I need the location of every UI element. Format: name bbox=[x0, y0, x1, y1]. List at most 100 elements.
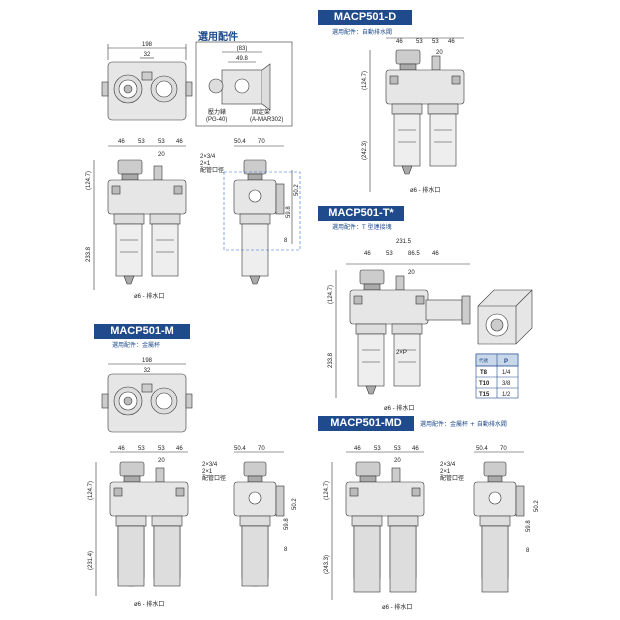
dim-242-3-d: (242.3) bbox=[362, 141, 368, 160]
dim-46-md1: 46 bbox=[354, 446, 361, 452]
dim-50-4-md: 50.4 bbox=[476, 446, 488, 452]
dim-70-a: 70 bbox=[258, 139, 265, 145]
dim-46-t1: 46 bbox=[364, 251, 371, 257]
dim-46-m1: 46 bbox=[118, 446, 125, 452]
dim-8-md: 8 bbox=[526, 548, 530, 554]
dim-53-t1: 53 bbox=[386, 251, 393, 257]
drain-d: ø6 - 排水口 bbox=[410, 186, 440, 194]
dim-233-8-a: 233.8 bbox=[86, 246, 92, 262]
subtitle-macp501-md: 選用配件：金屬杯 + 自動排水閥 bbox=[420, 421, 507, 428]
accessory-parts bbox=[208, 51, 271, 111]
dim-20-m: 20 bbox=[158, 458, 165, 464]
drain-md: ø6 - 排水口 bbox=[382, 603, 412, 611]
dim-231-4-m: (231.4) bbox=[88, 551, 94, 570]
dim-83: (83) bbox=[237, 46, 248, 52]
drain-a: ø6 - 排水口 bbox=[134, 292, 164, 300]
p-table-header-p: P bbox=[504, 359, 508, 365]
top-view-standard bbox=[101, 44, 193, 121]
title-macp501-m: MACP501-M bbox=[94, 324, 190, 339]
p-table-t15: T15 bbox=[479, 392, 490, 398]
dim-20-md: 20 bbox=[394, 458, 401, 464]
drain-m: ø6 - 排水口 bbox=[134, 600, 164, 608]
dim-32-m: 32 bbox=[144, 368, 151, 374]
dim-49-8: 49.8 bbox=[236, 56, 248, 62]
front-view-md bbox=[331, 451, 425, 600]
p-table-header-code: 代號 bbox=[479, 357, 488, 364]
dim-46-md2: 46 bbox=[412, 446, 419, 452]
port-c-m: 配管口徑 bbox=[202, 474, 226, 482]
port-a-m: 2×3/4 bbox=[202, 462, 218, 468]
dim-70-md: 70 bbox=[500, 446, 507, 452]
dim-198: 198 bbox=[142, 42, 153, 48]
dim-8-m: 8 bbox=[284, 547, 288, 553]
dim-53-d1: 53 bbox=[416, 39, 423, 45]
bracket-model: (A-MAR302) bbox=[250, 117, 283, 123]
title-macp501-md: MACP501-MD bbox=[318, 416, 414, 431]
dim-50-4-a: 50.4 bbox=[234, 139, 246, 145]
dim-8-a: 8 bbox=[284, 238, 288, 244]
dim-20-a: 20 bbox=[158, 152, 165, 158]
side-view-standard bbox=[223, 145, 301, 285]
p-table-t8-p: 1/4 bbox=[502, 370, 511, 376]
port-b-md: 2×1 bbox=[440, 469, 451, 475]
t-block-illustration bbox=[477, 289, 533, 345]
front-view-standard bbox=[93, 145, 187, 290]
dim-243-3-md: (243.3) bbox=[324, 555, 330, 574]
dim-46-b: 46 bbox=[176, 139, 183, 145]
dim-50-4-m: 50.4 bbox=[234, 446, 246, 452]
port-c-1: 配管口徑 bbox=[200, 166, 224, 174]
dim-124-7-a: (124.7) bbox=[86, 171, 92, 190]
title-macp501-t: MACP501-T* bbox=[318, 206, 404, 221]
side-view-m bbox=[233, 451, 285, 587]
dim-50-2-md: 50.2 bbox=[534, 500, 540, 512]
dim-20-d: 20 bbox=[436, 50, 443, 56]
dim-233-8-t: 233.8 bbox=[328, 352, 334, 368]
p-table-t10: T10 bbox=[479, 381, 490, 387]
port-a-1: 2×3/4 bbox=[200, 154, 216, 160]
subtitle-macp501-t: 選用配件：T 型連接塊 bbox=[332, 224, 392, 231]
dim-53-a: 53 bbox=[138, 139, 145, 145]
dim-53-m2: 53 bbox=[158, 446, 165, 452]
drain-t: ø6 - 排水口 bbox=[384, 404, 414, 412]
dim-53-md1: 53 bbox=[374, 446, 381, 452]
dim-198-m: 198 bbox=[142, 358, 153, 364]
side-view-md bbox=[473, 451, 525, 593]
bracket-label: 固定架 bbox=[252, 108, 270, 116]
dim-70-m: 70 bbox=[258, 446, 265, 452]
dim-46-d1: 46 bbox=[396, 39, 403, 45]
title-macp501-d: MACP501-D bbox=[318, 10, 412, 25]
p-table-t8: T8 bbox=[480, 370, 488, 376]
port-c-md: 配管口徑 bbox=[440, 474, 464, 482]
dim-46-m2: 46 bbox=[176, 446, 183, 452]
front-view-t bbox=[335, 263, 471, 398]
dim-59-8-m: 59.8 bbox=[284, 518, 290, 530]
dim-50-2-m: 50.2 bbox=[292, 498, 298, 510]
top-view-m bbox=[101, 363, 193, 433]
p-table-t10-p: 3/8 bbox=[502, 381, 511, 387]
dim-124-7-md: (124.7) bbox=[324, 481, 330, 500]
dim-124-7-d: (124.7) bbox=[362, 71, 368, 90]
dim-46-t2: 46 bbox=[432, 251, 439, 257]
dim-124-7-t: (124.7) bbox=[328, 285, 334, 304]
p-table-grid bbox=[475, 353, 519, 399]
gauge-label: 壓力錶 bbox=[208, 108, 226, 116]
dim-53-d2: 53 bbox=[432, 39, 439, 45]
dim-50-2-a: 50.2 bbox=[294, 184, 300, 196]
port-a-md: 2×3/4 bbox=[440, 462, 456, 468]
dim-231-5: 231.5 bbox=[396, 239, 412, 245]
dim-20-t: 20 bbox=[408, 270, 415, 276]
dim-53-m1: 53 bbox=[138, 446, 145, 452]
subtitle-macp501-d: 選用配件：自動排水閥 bbox=[332, 29, 393, 36]
front-view-d bbox=[369, 37, 465, 192]
dim-59-8-a: 59.8 bbox=[286, 206, 292, 218]
port-b-m: 2×1 bbox=[202, 469, 213, 475]
dim-46-d2: 46 bbox=[448, 39, 455, 45]
port-b-1: 2×1 bbox=[200, 161, 211, 167]
dim-53-md2: 53 bbox=[394, 446, 401, 452]
p-table-t15-p: 1/2 bbox=[502, 392, 511, 398]
dim-53-b: 53 bbox=[158, 139, 165, 145]
gauge-model: (PG-40) bbox=[206, 117, 227, 123]
dim-59-8-md: 59.8 bbox=[526, 520, 532, 532]
